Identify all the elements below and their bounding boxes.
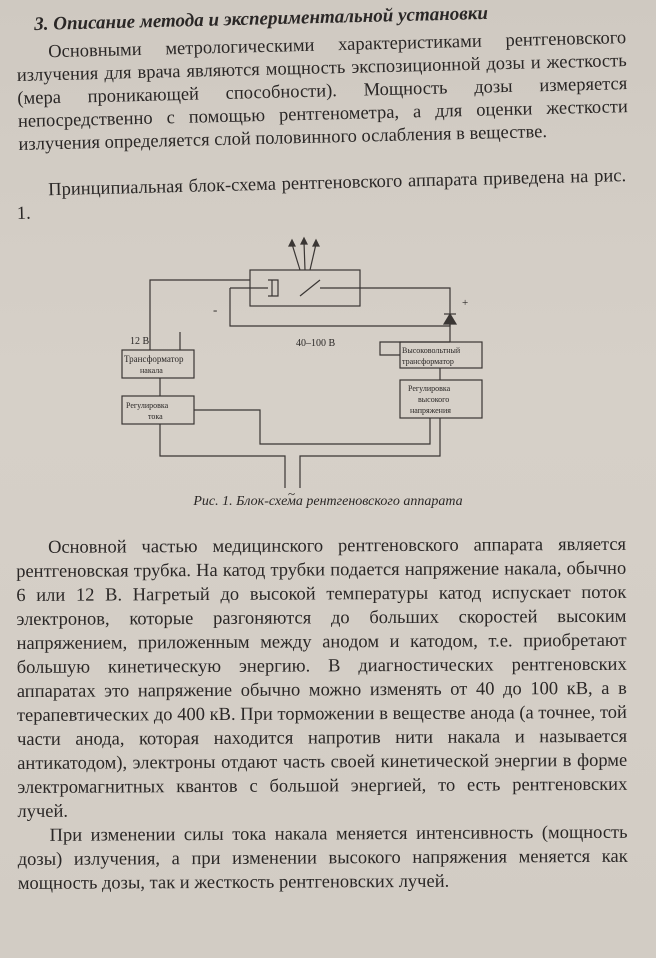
label-current-regulator-2: тока <box>148 412 163 421</box>
label-hv-transformer-2: трансформатор <box>402 357 454 366</box>
label-heat-transformer-2: накала <box>140 366 163 375</box>
label-12v: 12 В <box>130 336 150 347</box>
label-hv-regulator: Регулировка <box>408 384 451 393</box>
paragraph: Основной частью медицинского рентгеновск… <box>16 534 628 822</box>
label-plus: + <box>462 297 468 309</box>
intro-text: Основными метрологическими характеристик… <box>16 27 629 157</box>
block-diagram: 12 В 40–100 В - + ~ Трансформатор накала… <box>121 236 483 500</box>
paragraph: Основными метрологическими характеристик… <box>16 28 629 155</box>
diode-icon <box>442 312 458 325</box>
label-minus: - <box>213 302 217 317</box>
label-current-regulator: Регулировка <box>126 401 169 410</box>
paragraph: Принципиальная блок-схема рентгеновского… <box>16 166 627 224</box>
hv-regulator-box <box>399 379 483 419</box>
label-40-100v: 40–100 В <box>296 338 336 349</box>
label-hv-transformer: Высоковольтный <box>402 346 461 355</box>
label-hv-regulator-3: напряжения <box>410 406 451 415</box>
figure-caption: Рис. 1. Блок-схема рентгеновского аппара… <box>193 494 463 509</box>
xray-rays-icon <box>288 236 320 271</box>
xray-tube <box>230 269 361 307</box>
label-ac: ~ <box>288 486 295 500</box>
heat-transformer-box <box>121 349 195 379</box>
schema-reference-text: Принципиальная блок-схема рентгеновского… <box>16 165 627 226</box>
label-heat-transformer: Трансформатор <box>124 354 184 364</box>
main-text: Основной частью медицинского рентгеновск… <box>16 533 628 896</box>
label-hv-regulator-2: высокого <box>418 395 449 404</box>
figure-block-diagram: 12 В 40–100 В - + ~ Трансформатор накала… <box>0 230 656 530</box>
paragraph: При изменении силы тока накала меняется … <box>17 822 628 894</box>
